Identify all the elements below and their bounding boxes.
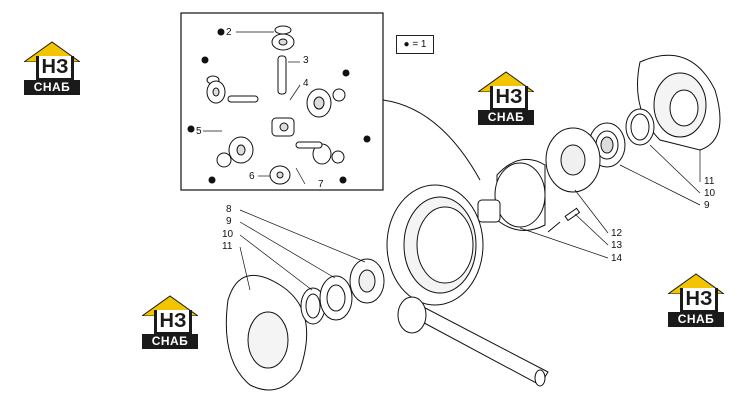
logo-mark: НЗ [154,310,192,335]
callout-right-14: 14 [611,253,623,264]
callout-right-9: 9 [704,200,710,211]
logo-bottom-left: НЗ СНАБ [138,294,202,354]
left-bearing [319,275,353,321]
callout-inset-5: 5 [196,126,202,137]
right-seal-ring [625,108,655,146]
callout-left-8: 8 [226,204,232,215]
case-bolt [547,207,581,233]
left-cover-flange [225,275,308,391]
inset-connector-line [382,99,481,181]
logo-mark: НЗ [490,86,528,111]
inset-pin-shaft [277,55,287,95]
logo-caption: СНАБ [668,312,724,327]
right-flange-disc [545,127,601,193]
inset-top-gear [271,25,295,51]
left-leaders [239,209,366,291]
inset-left-gear [206,75,226,104]
inset-center-block [271,117,295,137]
logo-top-center: НЗ СНАБ [474,70,538,130]
inset-long-pin [295,141,323,149]
logo-mark: НЗ [36,56,74,81]
legend-quantity-note: ● = 1 [396,35,434,54]
right-leaders [519,144,701,259]
callout-left-10: 10 [222,229,234,240]
logo-caption: СНАБ [24,80,80,95]
callout-left-9: 9 [226,216,232,227]
left-seal-ring [300,287,326,325]
ring-gear [386,184,484,306]
pinion-shaft [397,296,549,387]
differential-case [477,158,546,231]
inset-lower-left-gear [216,136,254,168]
callout-inset-7: 7 [318,179,324,190]
callout-right-10: 10 [704,188,716,199]
callout-inset-4: 4 [303,78,309,89]
callout-right-13: 13 [611,240,623,251]
inset-leaders [203,31,306,185]
logo-caption: СНАБ [142,334,198,349]
callout-left-11: 11 [222,241,233,252]
logo-mark: НЗ [680,288,718,313]
inset-right-gear [306,88,346,118]
callout-inset-6: 6 [249,171,255,182]
inset-side-pin [227,95,259,103]
inset-bullets [187,28,371,184]
callout-right-11: 11 [704,176,715,187]
callout-right-12: 12 [611,228,623,239]
logo-right: НЗ СНАБ [664,272,728,332]
inset-bottom-gear [269,165,291,185]
callout-inset-3: 3 [303,55,309,66]
logo-top-left: НЗ СНАБ [20,40,84,100]
callout-inset-2: 2 [226,27,232,38]
inset-frame [180,12,384,191]
logo-caption: СНАБ [478,110,534,125]
left-flange-disc [349,258,385,304]
right-cover-flange [637,54,721,151]
